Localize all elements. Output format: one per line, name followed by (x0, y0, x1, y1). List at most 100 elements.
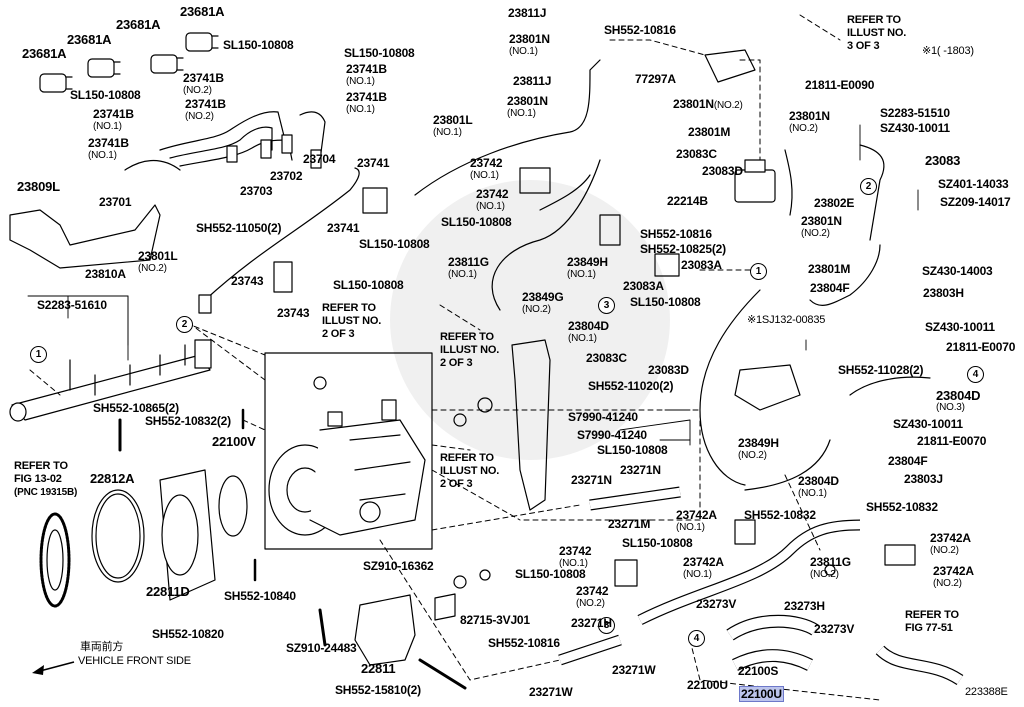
part-label[interactable]: 23801L(NO.1) (433, 114, 473, 139)
refer-illust-3[interactable]: REFER TO ILLUST NO. 3 OF 3 (847, 14, 906, 53)
part-label[interactable]: 23273V (814, 622, 855, 636)
part-label[interactable]: SZ430-10011 (925, 320, 995, 334)
part-label[interactable]: 23271W (612, 663, 656, 677)
part-label[interactable]: 23811G(NO.1) (448, 256, 489, 281)
part-label[interactable]: 23271W (529, 685, 573, 699)
part-label[interactable]: 23702 (270, 169, 303, 183)
part-label[interactable]: 23801N(NO.2) (801, 215, 842, 240)
part-label[interactable]: SH552-10832(2) (145, 414, 231, 428)
part-label[interactable]: 23849H(NO.2) (738, 437, 779, 462)
part-label[interactable]: 23083C (676, 147, 717, 161)
part-label[interactable]: 23083 (925, 153, 961, 168)
part-label[interactable]: 23803J (904, 472, 943, 486)
part-label[interactable]: SL150-10808 (441, 215, 512, 229)
part-label[interactable]: SH552-10865(2) (93, 401, 179, 415)
refer-illust-2-c[interactable]: REFER TO ILLUST NO. 2 OF 3 (440, 452, 499, 491)
part-label[interactable]: 23742(NO.1) (559, 545, 592, 570)
part-label[interactable]: 23701 (99, 195, 132, 209)
part-label[interactable]: SZ401-14033 (938, 177, 1009, 191)
part-label[interactable]: S2283-51510 (880, 106, 950, 120)
part-label[interactable]: 23742A(NO.2) (930, 532, 971, 557)
part-label[interactable]: SH552-15810(2) (335, 683, 421, 697)
part-label[interactable]: SZ910-16362 (363, 559, 434, 573)
part-label[interactable]: 21811-E0070 (917, 434, 987, 448)
part-label[interactable]: 23742(NO.1) (470, 157, 503, 182)
part-label[interactable]: 23741B(NO.1) (346, 63, 387, 88)
part-label[interactable]: 23741B(NO.2) (183, 72, 224, 97)
part-label[interactable]: SH552-10825(2) (640, 242, 726, 256)
part-label[interactable]: 23083A (681, 258, 722, 272)
part-label[interactable]: SL150-10808 (359, 237, 430, 251)
part-label[interactable]: 22812A (90, 471, 135, 486)
part-label[interactable]: SL150-10808 (70, 88, 141, 102)
part-label[interactable]: 23271N (571, 473, 612, 487)
part-label[interactable]: SL150-10808 (223, 38, 294, 52)
part-label[interactable]: 23849G(NO.2) (522, 291, 564, 316)
part-label[interactable]: SL150-10808 (515, 567, 586, 581)
part-label[interactable]: 22100S (738, 664, 779, 678)
part-label[interactable]: 23801N(NO.2) (789, 110, 830, 135)
part-label[interactable]: 23681A (180, 4, 225, 19)
refer-illust-2-b[interactable]: REFER TO ILLUST NO. 2 OF 3 (440, 331, 499, 370)
part-label[interactable]: SL150-10808 (630, 295, 701, 309)
part-label[interactable]: 23741 (357, 156, 390, 170)
part-label[interactable]: 23743 (231, 274, 264, 288)
part-label[interactable]: 23271H (571, 616, 612, 630)
part-label[interactable]: 23849H(NO.1) (567, 256, 608, 281)
part-label[interactable]: 23804F (810, 281, 850, 295)
refer-illust-2-a[interactable]: REFER TO ILLUST NO. 2 OF 3 (322, 302, 381, 341)
part-label[interactable]: 23273V (696, 597, 737, 611)
part-label[interactable]: 23271M (608, 517, 651, 531)
part-label[interactable]: 23811J (508, 6, 547, 20)
part-label[interactable]: 23741B(NO.2) (185, 98, 226, 123)
part-label[interactable]: 23704 (303, 152, 336, 166)
part-label[interactable]: SH552-11020(2) (588, 379, 674, 393)
part-label[interactable]: 23742A(NO.2) (933, 565, 974, 590)
part-label[interactable]: 23681A (22, 46, 67, 61)
part-label[interactable]: 23273H (784, 599, 825, 613)
part-label[interactable]: 23741B(NO.1) (93, 108, 134, 133)
part-label[interactable]: 23801N(NO.1) (509, 33, 550, 58)
part-label[interactable]: SH552-10816 (488, 636, 560, 650)
part-label[interactable]: 23083C (586, 351, 627, 365)
part-label[interactable]: 21811-E0090 (805, 78, 875, 92)
part-label[interactable]: SH552-11028(2) (838, 363, 924, 377)
part-label[interactable]: 22100U (687, 678, 728, 692)
part-label[interactable]: SZ430-10011 (880, 121, 950, 135)
part-label[interactable]: 23742(NO.1) (476, 188, 509, 213)
part-label[interactable]: S2283-51610 (37, 298, 107, 312)
part-label[interactable]: 23742A(NO.1) (676, 509, 717, 534)
part-label[interactable]: 22811 (361, 661, 396, 676)
part-label[interactable]: 82715-3VJ01 (460, 613, 530, 627)
part-label[interactable]: 23801L(NO.2) (138, 250, 178, 275)
part-label[interactable]: SH552-10816 (640, 227, 712, 241)
part-label[interactable]: SZ910-24483 (286, 641, 357, 655)
part-label[interactable]: SL150-10808 (622, 536, 693, 550)
part-label[interactable]: 23083D (648, 363, 689, 377)
part-label[interactable]: SH552-10816 (604, 23, 676, 37)
part-label[interactable]: 23811G(NO.2) (810, 556, 851, 581)
part-label[interactable]: 23681A (67, 32, 112, 47)
part-label[interactable]: 23742(NO.2) (576, 585, 609, 610)
part-label[interactable]: 23810A (85, 267, 126, 281)
part-label[interactable]: SL150-10808 (333, 278, 404, 292)
part-label[interactable]: SZ430-10011 (893, 417, 963, 431)
part-label[interactable]: 23802E (814, 196, 855, 210)
part-label-highlighted[interactable]: 22100U (739, 686, 784, 702)
part-label[interactable]: SZ209-14017 (940, 195, 1011, 209)
part-label[interactable]: 23804D(NO.1) (568, 320, 609, 345)
part-label[interactable]: SH552-10820 (152, 627, 224, 641)
part-label[interactable]: 77297A (635, 72, 676, 86)
part-label[interactable]: 23271N (620, 463, 661, 477)
part-label[interactable]: SH552-10840 (224, 589, 296, 603)
part-label[interactable]: 23741B(NO.1) (88, 137, 129, 162)
part-label[interactable]: 23809L (17, 179, 60, 194)
part-label[interactable]: 23801N(NO.2) (673, 98, 743, 112)
part-label[interactable]: 23083A (623, 279, 664, 293)
part-label[interactable]: SH552-10832 (866, 500, 938, 514)
part-label[interactable]: 23804D(NO.3) (936, 389, 981, 413)
part-label[interactable]: 23801M (808, 262, 851, 276)
refer-fig-77-51[interactable]: REFER TO FIG 77-51 (905, 609, 959, 635)
part-label[interactable]: 22811D (146, 584, 190, 599)
part-label[interactable]: S7990-41240 (568, 410, 638, 424)
